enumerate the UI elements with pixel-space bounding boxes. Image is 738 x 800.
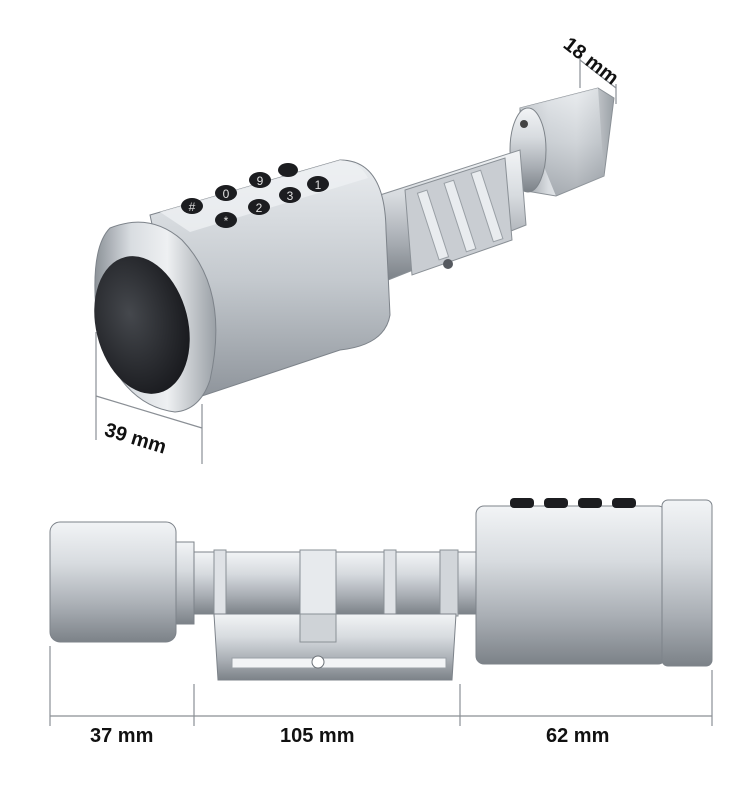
svg-text:3: 3 [287,189,294,203]
left-knob [49,521,177,643]
keypad-keys: # 0 9 * 2 3 [181,163,329,228]
right-keypad-knob [475,498,713,667]
top-lock-perspective: # 0 9 * 2 3 [94,56,617,464]
svg-text:1: 1 [315,178,322,192]
key-2: 2 [248,199,270,215]
key-9: 9 [249,172,271,188]
dimension-label-37mm: 37 mm [90,725,154,747]
key-3: 3 [279,187,301,203]
dimension-18mm-lines [579,56,617,104]
dimension-label-105mm: 105 mm [280,725,355,747]
top-thumb-turn [509,87,615,197]
dimension-bottom-lines [49,646,713,726]
top-cylinder-body [379,149,527,281]
dimension-39mm-lines [95,332,203,464]
svg-text:9: 9 [257,174,264,188]
key-hash: # [181,198,203,214]
svg-text:#: # [189,200,196,214]
bottom-lock-side-view [49,498,713,726]
key-star: * [215,212,237,228]
top-keypad-body [94,159,391,413]
key-0: 0 [215,185,237,201]
cylinder-body [193,549,477,681]
svg-text:0: 0 [223,187,230,201]
svg-text:*: * [224,214,229,228]
fingerprint-reader [94,256,190,394]
svg-text:2: 2 [256,201,263,215]
key-1: 1 [307,176,329,192]
dimension-label-62mm: 62 mm [546,725,610,747]
